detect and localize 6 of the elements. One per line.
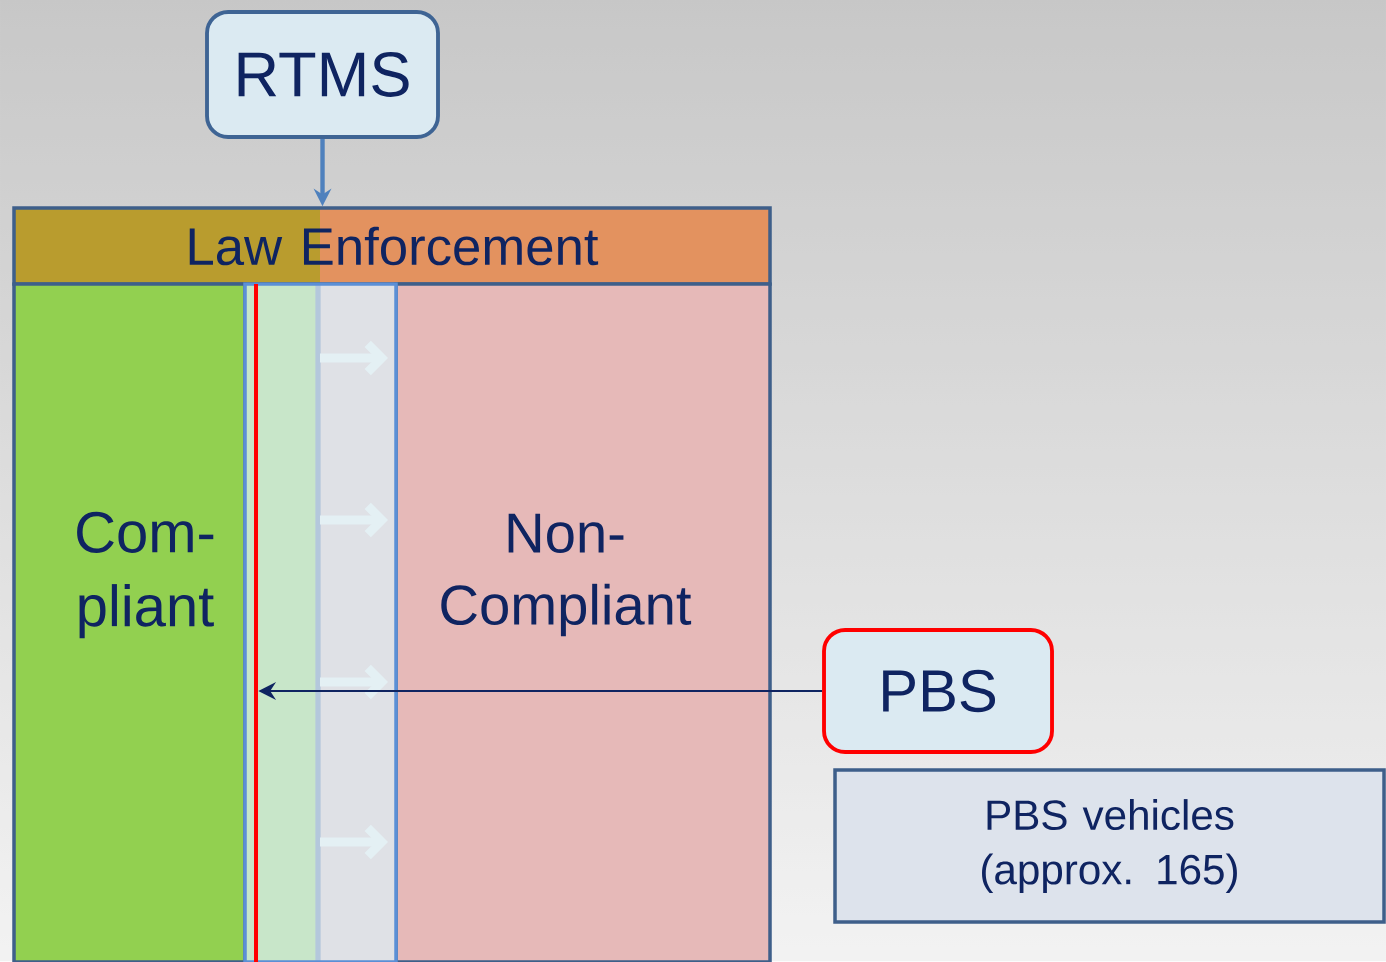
system-box: RTMS bbox=[205, 10, 440, 139]
column-label: Com- pliant bbox=[77, 511, 214, 639]
note-box: PBS vehicles (approx. 165) bbox=[833, 768, 1386, 924]
system-box: PBS bbox=[822, 628, 1054, 754]
detection-band bbox=[243, 282, 398, 962]
column-label: Non- Compliant bbox=[441, 513, 692, 637]
